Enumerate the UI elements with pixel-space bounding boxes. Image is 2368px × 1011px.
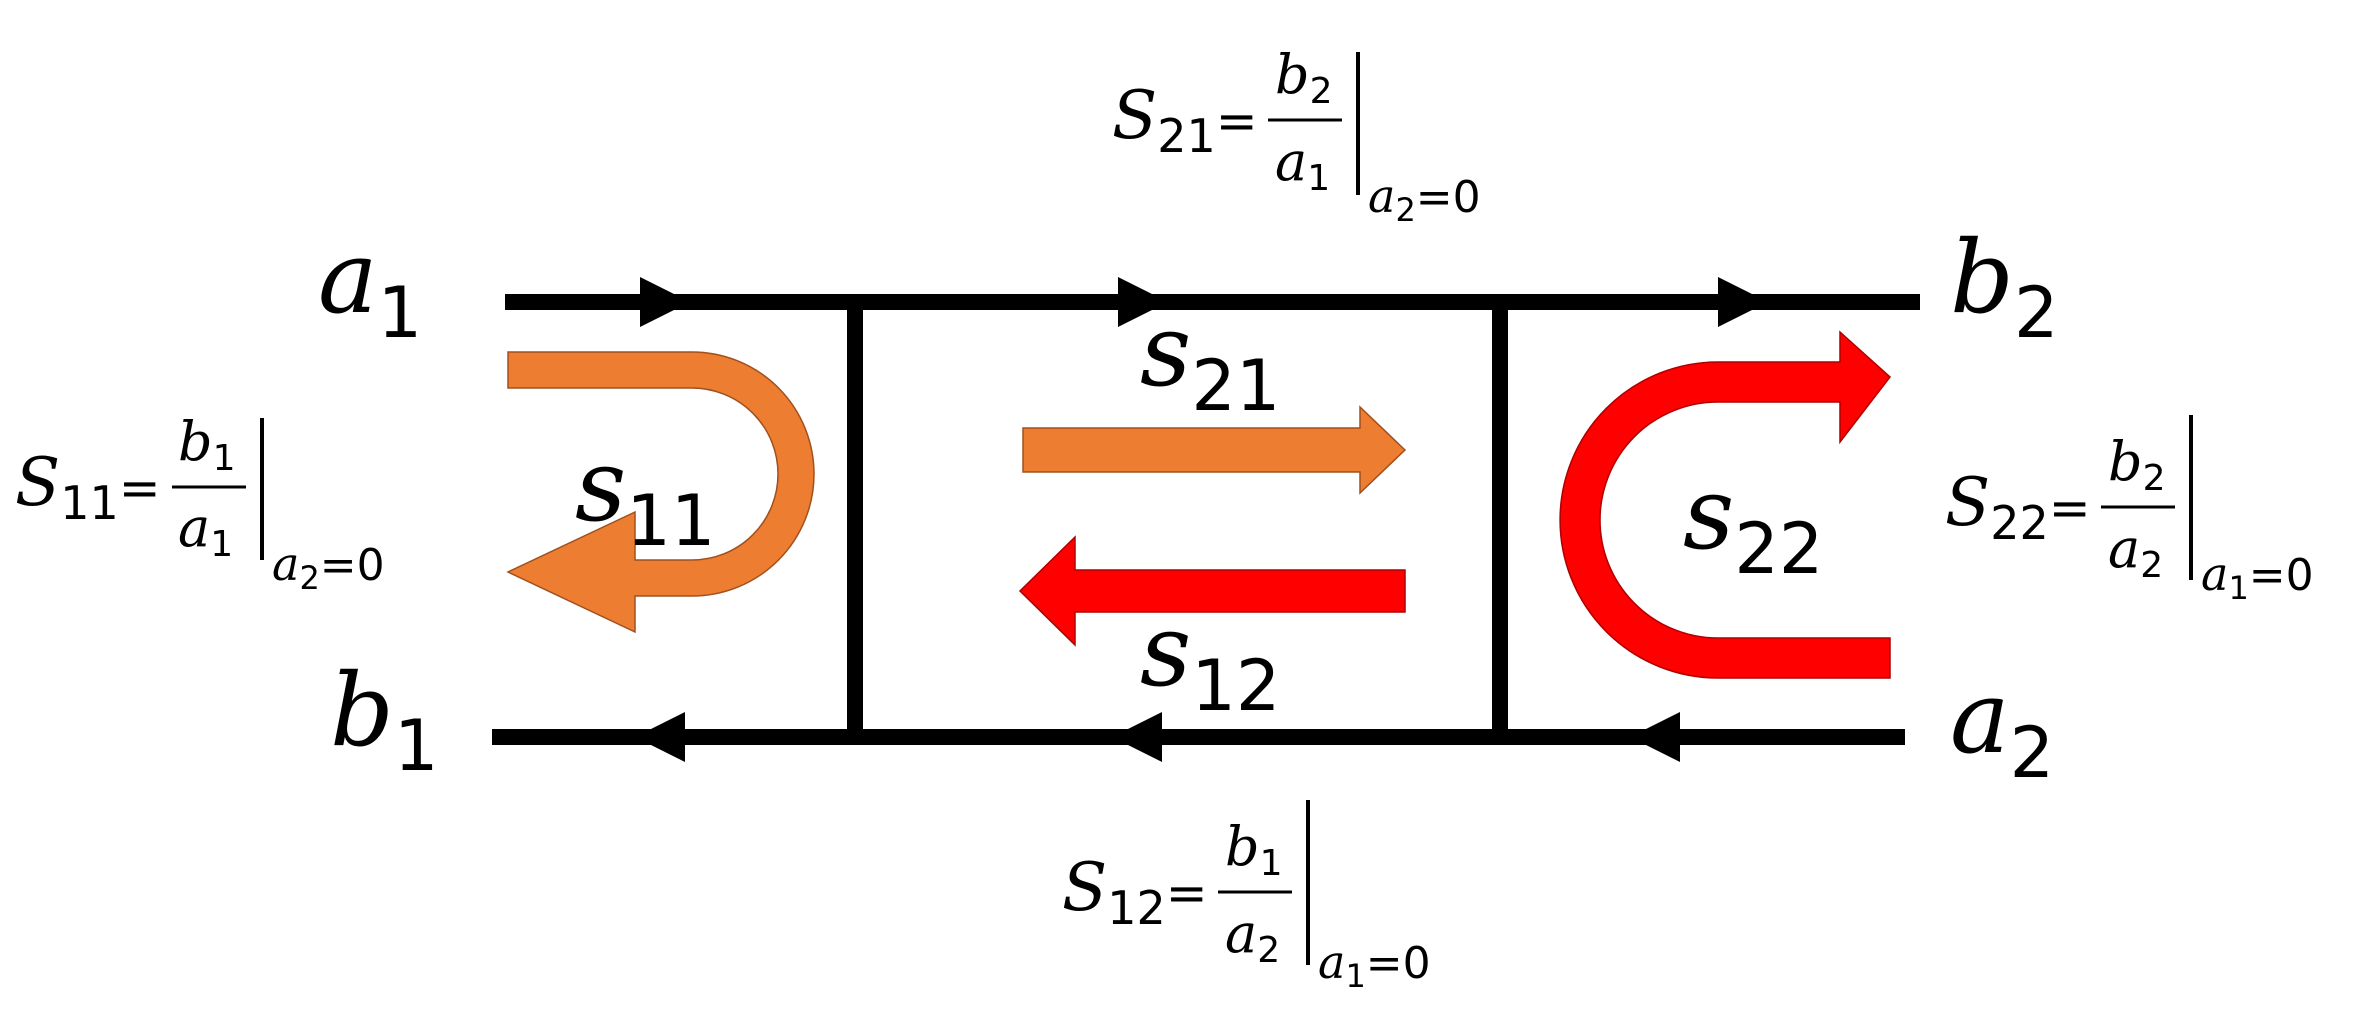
equation-s12: S12= b1 a2 a1=0: [1062, 800, 1431, 995]
s21-eq-condition: a2=0: [1368, 169, 1481, 229]
equation-s21: S21= b2 a1 a2=0: [1112, 43, 1481, 229]
s22-uturn-arrow: [1559, 330, 1892, 679]
s22-label: s22: [1683, 455, 1823, 590]
s21-forward-arrow: [1022, 405, 1407, 495]
s12-eq-denominator: a2: [1225, 902, 1280, 971]
s11-eq-lhs: S11=: [15, 444, 161, 530]
bottom-arrowhead-3: [1630, 712, 1680, 762]
s22-eq-lhs: S22=: [1945, 464, 2091, 550]
top-arrowhead-2: [1118, 277, 1168, 327]
s12-backward-arrow: [1018, 535, 1406, 647]
s11-eq-condition: a2=0: [272, 537, 385, 597]
bottom-arrowhead-2: [1112, 712, 1162, 762]
top-arrowhead-1: [640, 277, 690, 327]
s12-label: s12: [1140, 592, 1280, 727]
s12-eq-condition: a1=0: [1318, 935, 1431, 995]
port-a1-label: a1: [318, 219, 422, 354]
port-a2-label: a2: [1950, 659, 2054, 794]
s22-eq-condition: a1=0: [2201, 547, 2314, 607]
s12-eq-lhs: S12=: [1062, 849, 1208, 935]
s21-eq-lhs: S21=: [1112, 77, 1258, 163]
s11-uturn-arrow: [506, 351, 815, 634]
s21-eq-numerator: b2: [1275, 43, 1332, 112]
port-b2-label: b2: [1950, 219, 2059, 354]
s21-eq-denominator: a1: [1275, 130, 1330, 199]
s22-eq-numerator: b2: [2108, 430, 2165, 499]
equation-s22: S22= b2 a2 a1=0: [1945, 415, 2314, 607]
s11-label: s11: [575, 427, 715, 562]
s11-eq-numerator: b1: [178, 410, 235, 479]
s21-label: s21: [1140, 292, 1280, 427]
top-arrowhead-3: [1718, 277, 1768, 327]
port-b1-label: b1: [330, 652, 439, 787]
s11-eq-denominator: a1: [178, 496, 233, 565]
equation-s11: S11= b1 a1 a2=0: [15, 410, 385, 597]
direction-arrowheads: [635, 277, 1768, 762]
s22-eq-denominator: a2: [2108, 517, 2163, 586]
s12-eq-numerator: b1: [1225, 815, 1282, 884]
bottom-arrowhead-1: [635, 712, 685, 762]
